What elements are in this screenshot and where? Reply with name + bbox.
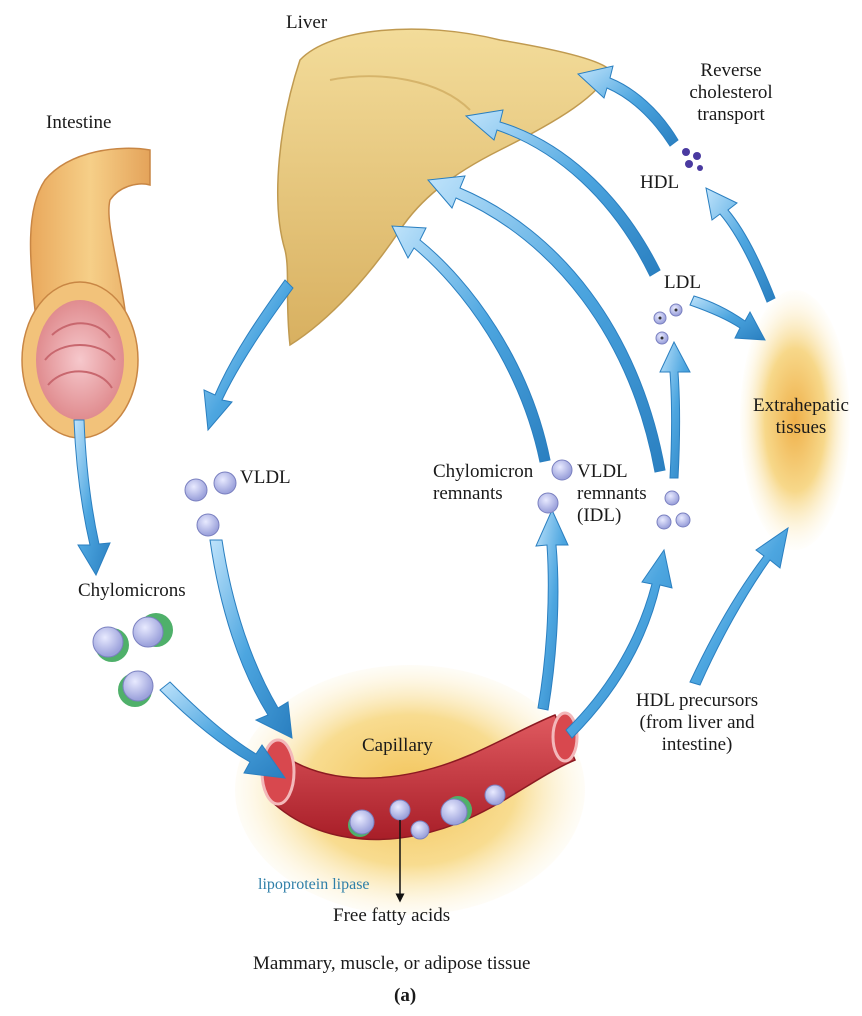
arrow-vldl-capillary (210, 540, 292, 738)
reverse-transport-line-1: Reverse (676, 60, 786, 82)
hdl-label: HDL (640, 172, 679, 194)
extrahepatic-label: Extrahepatic tissues (745, 395, 857, 439)
arrow-chylo-remnants-liver (392, 226, 550, 462)
hdl-particles (682, 148, 703, 171)
vldl-remnants-line-3: (IDL) (577, 505, 647, 527)
intestine-label: Intestine (46, 112, 111, 134)
idl-particles (657, 491, 690, 529)
panel-label: (a) (394, 985, 416, 1007)
arrow-ldl-liver (466, 110, 660, 276)
chylomicron-remnants-line-1: Chylomicron (433, 461, 533, 483)
ldl-particles (654, 304, 682, 344)
reverse-transport-line-2: cholesterol (676, 82, 786, 104)
chylomicron-remnants-label: Chylomicron remnants (433, 461, 533, 505)
arrow-ldl-extrahepatic (690, 296, 765, 340)
capillary-label: Capillary (362, 735, 433, 757)
chylomicron-remnant-particles (538, 460, 572, 513)
extrahepatic-line-2: tissues (745, 417, 857, 439)
hdl-precursors-label: HDL precursors (from liver and intestine… (612, 690, 782, 756)
arrow-liver-vldl (204, 280, 293, 430)
lipoprotein-lipase-label: lipoprotein lipase (258, 874, 370, 896)
vldl-remnants-label: VLDL remnants (IDL) (577, 461, 647, 527)
liver-label: Liver (286, 12, 327, 34)
arrow-hdl-liver (578, 66, 678, 146)
ldl-label: LDL (664, 272, 701, 294)
chylomicron-particles (93, 613, 173, 707)
arrow-vldl-remnants-ldl (660, 342, 690, 478)
hdl-precursors-line-1: HDL precursors (612, 690, 782, 712)
hdl-precursors-line-3: intestine) (612, 734, 782, 756)
vldl-remnants-line-1: VLDL (577, 461, 647, 483)
vldl-particles (185, 472, 236, 536)
hdl-precursors-line-2: (from liver and (612, 712, 782, 734)
reverse-transport-label: Reverse cholesterol transport (676, 60, 786, 126)
arrow-hdlprecursors-extrahepatic (690, 528, 788, 685)
chylomicrons-label: Chylomicrons (78, 580, 186, 602)
extrahepatic-line-1: Extrahepatic (745, 395, 857, 417)
arrow-capillary-chylo-remnants (536, 510, 568, 710)
chylomicron-remnants-line-2: remnants (433, 483, 533, 505)
vldl-label: VLDL (240, 467, 291, 489)
vldl-remnants-line-2: remnants (577, 483, 647, 505)
reverse-transport-line-3: transport (676, 104, 786, 126)
arrow-extrahepatic-hdl (706, 188, 775, 302)
tissue-caption: Mammary, muscle, or adipose tissue (253, 953, 530, 975)
free-fatty-acids-label: Free fatty acids (333, 905, 450, 927)
arrow-intestine-chylomicrons (74, 420, 110, 575)
intestine-lumen (36, 300, 124, 420)
